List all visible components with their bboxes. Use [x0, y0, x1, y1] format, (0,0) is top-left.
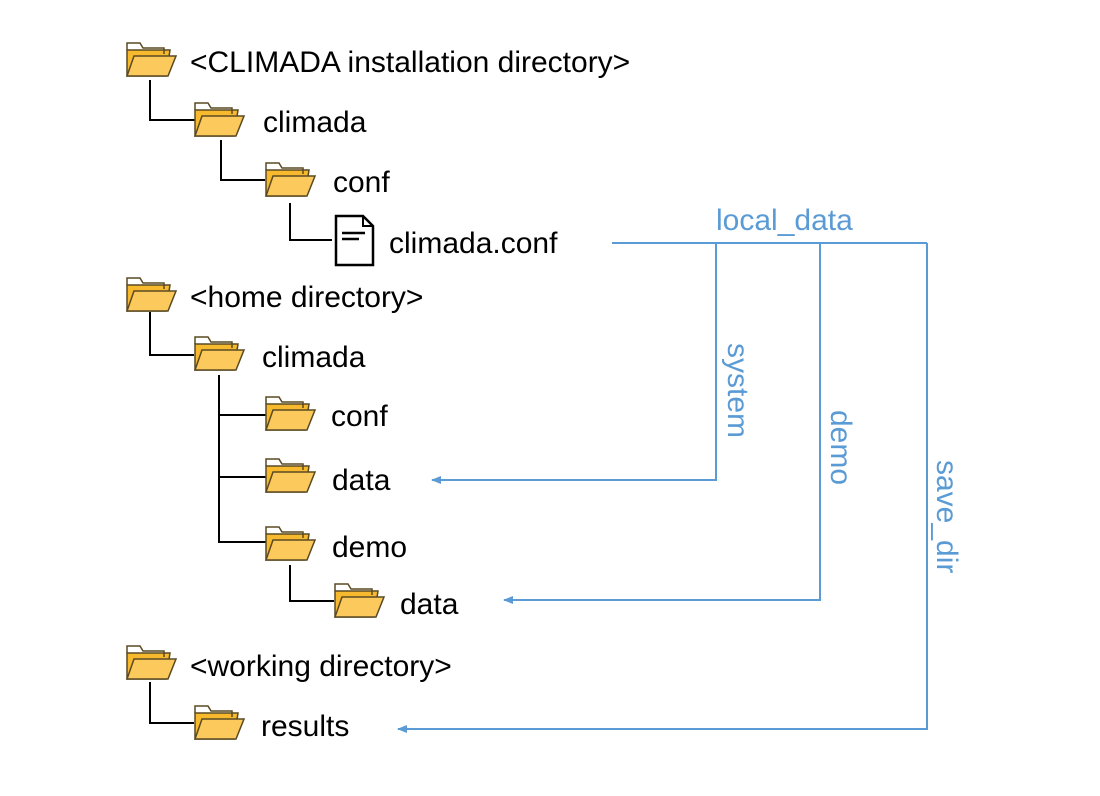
system-arrow: [431, 243, 717, 484]
home-demo-label: demo: [332, 531, 407, 564]
results-label: results: [261, 710, 349, 743]
folder-icon: [194, 102, 245, 137]
tree-connectors: [149, 80, 334, 724]
conf-file-label: climada.conf: [389, 227, 558, 260]
working-dir-label: <working directory>: [190, 650, 452, 683]
connector-home-climada: [149, 312, 194, 356]
folder-icon: [265, 396, 316, 431]
folder-icon: [126, 277, 177, 312]
folder-icon: [334, 583, 385, 618]
connector-install-climada: [149, 80, 196, 121]
connector-home-children: [218, 375, 266, 543]
file-icon: [334, 214, 375, 267]
save-dir-label: save_dir: [930, 460, 963, 573]
folder-icon: [265, 458, 316, 493]
home-climada-label: climada: [262, 341, 366, 374]
install-conf-label: conf: [333, 166, 390, 199]
local-data-label: local_data: [716, 204, 853, 237]
config-links: local_data system demo save_dir: [397, 204, 963, 733]
tree-labels: <CLIMADA installation directory> climada…: [190, 46, 630, 743]
system-label: system: [721, 343, 754, 438]
folder-icon: [265, 162, 316, 197]
tree-icons: [126, 42, 385, 740]
save-dir-arrow: [397, 243, 928, 733]
folder-icon: [194, 336, 245, 371]
connector-conf-file: [289, 203, 332, 241]
connector-demo-data: [289, 565, 334, 602]
demo-label: demo: [824, 410, 857, 485]
folder-icon: [265, 526, 316, 561]
folder-icon: [126, 42, 177, 77]
connector-install-conf: [220, 140, 265, 181]
home-data-label: data: [332, 464, 391, 497]
install-dir-label: <CLIMADA installation directory>: [190, 46, 630, 79]
home-conf-label: conf: [331, 400, 388, 433]
demo-arrow: [503, 243, 821, 604]
folder-icon: [126, 645, 177, 680]
home-dir-label: <home directory>: [190, 281, 423, 314]
demo-data-label: data: [400, 588, 459, 621]
folder-icon: [194, 705, 245, 740]
connector-working-results: [149, 682, 194, 724]
install-climada-label: climada: [263, 106, 367, 139]
